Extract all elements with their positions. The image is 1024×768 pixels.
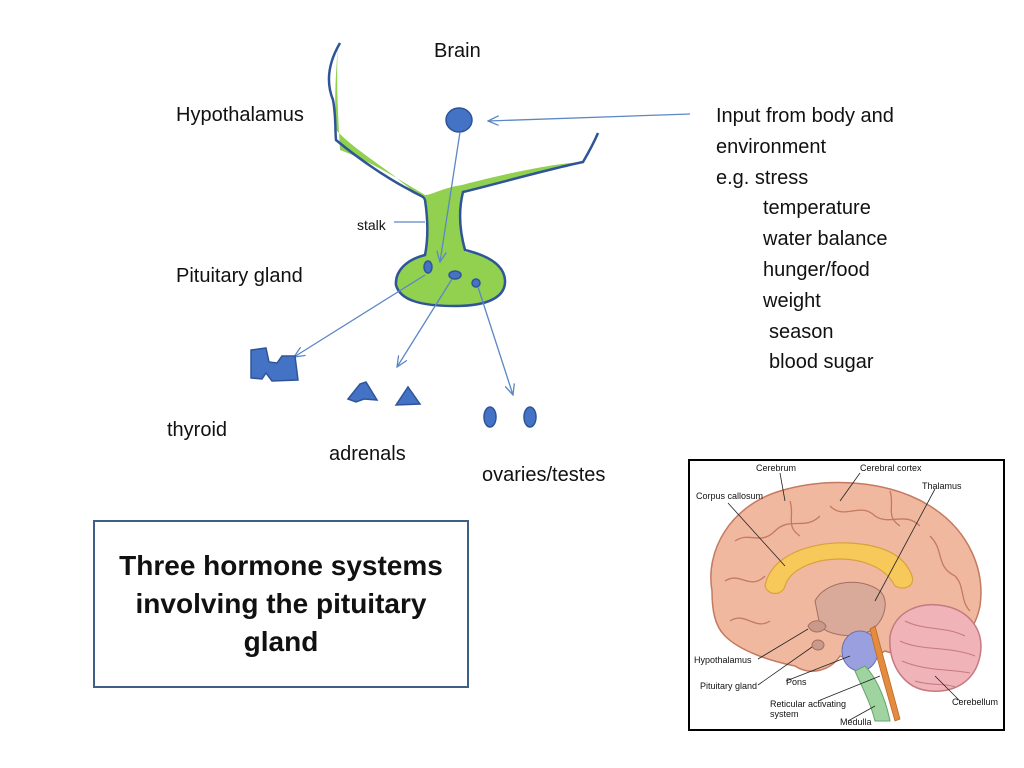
stalk-label: stalk: [357, 217, 386, 233]
input-item: hunger/food: [763, 258, 870, 281]
caption-text: Three hormone systems involving the pitu…: [119, 550, 443, 657]
leader-lines: [727, 472, 961, 722]
pituitary-label-small: Pituitary gland: [700, 681, 758, 691]
input-line-2: environment: [716, 135, 827, 158]
brain-label: Brain: [434, 40, 481, 62]
hypothalamus-label-small: Hypothalamus: [694, 655, 752, 665]
reticular-shape: [869, 625, 901, 722]
brain-outline-left: [327, 42, 600, 308]
brain-anatomy-svg: [710, 472, 982, 722]
adrenal-left: [346, 381, 379, 403]
gonad-right: [523, 406, 537, 428]
corpus-callosum-label: Corpus callosum: [696, 491, 764, 501]
gonads-arrow: [477, 286, 513, 395]
input-item: water balance: [763, 228, 888, 251]
thyroid-shape: [250, 347, 299, 382]
cerebrum-label: Cerebrum: [756, 463, 797, 473]
thyroid-label: thyroid: [167, 419, 228, 441]
pons-label: Pons: [786, 677, 807, 687]
ovaries-testes-label: ovaries/testes: [482, 464, 606, 486]
pituitary-dot-1: [423, 260, 433, 274]
gyri-lines: [724, 490, 971, 628]
thalamus-label: Thalamus: [922, 481, 962, 491]
pituitary-shape: [335, 45, 583, 305]
cerebellum-label: Cerebellum: [952, 697, 999, 707]
input-list: Input from body and environment e.g. str…: [716, 101, 894, 378]
input-item: season: [769, 320, 834, 343]
hypothalamus-nucleus: [445, 107, 473, 133]
adrenals-label: adrenals: [329, 443, 406, 465]
adrenal-right: [394, 385, 422, 406]
corpus-callosum-shape: [764, 542, 914, 595]
input-item: temperature: [763, 197, 871, 220]
hypothalamus-label: Hypothalamus: [176, 104, 304, 126]
thalamus-shape: [814, 581, 886, 637]
cerebral-cortex-label: Cerebral cortex: [860, 463, 922, 473]
input-item: weight: [763, 289, 821, 312]
medulla-label: Medulla: [840, 717, 872, 727]
gonad-left: [483, 406, 497, 428]
input-item: blood sugar: [769, 351, 874, 374]
input-line-3: e.g. stress: [716, 166, 809, 189]
input-arrow: [488, 113, 691, 121]
brain-anatomy-figure: Cerebrum Cerebral cortex Corpus callosum…: [688, 459, 1005, 731]
pituitary-label: Pituitary gland: [176, 265, 303, 287]
medulla-shape: [854, 665, 891, 722]
reticular-label: Reticular activating system: [770, 699, 847, 719]
thyroid-arrow: [294, 274, 426, 357]
pituitary-shape-small: [811, 639, 825, 651]
hypothalamus-arrow: [440, 131, 461, 262]
caption-box: Three hormone systems involving the pitu…: [93, 520, 469, 688]
cerebellum-folds: [899, 620, 976, 688]
input-line-1: Input from body and: [716, 105, 894, 127]
adrenals-arrow: [397, 278, 453, 367]
pituitary-dot-2: [448, 270, 462, 280]
hypothalamus-shape: [807, 620, 827, 633]
pituitary-dot-3: [471, 278, 481, 288]
